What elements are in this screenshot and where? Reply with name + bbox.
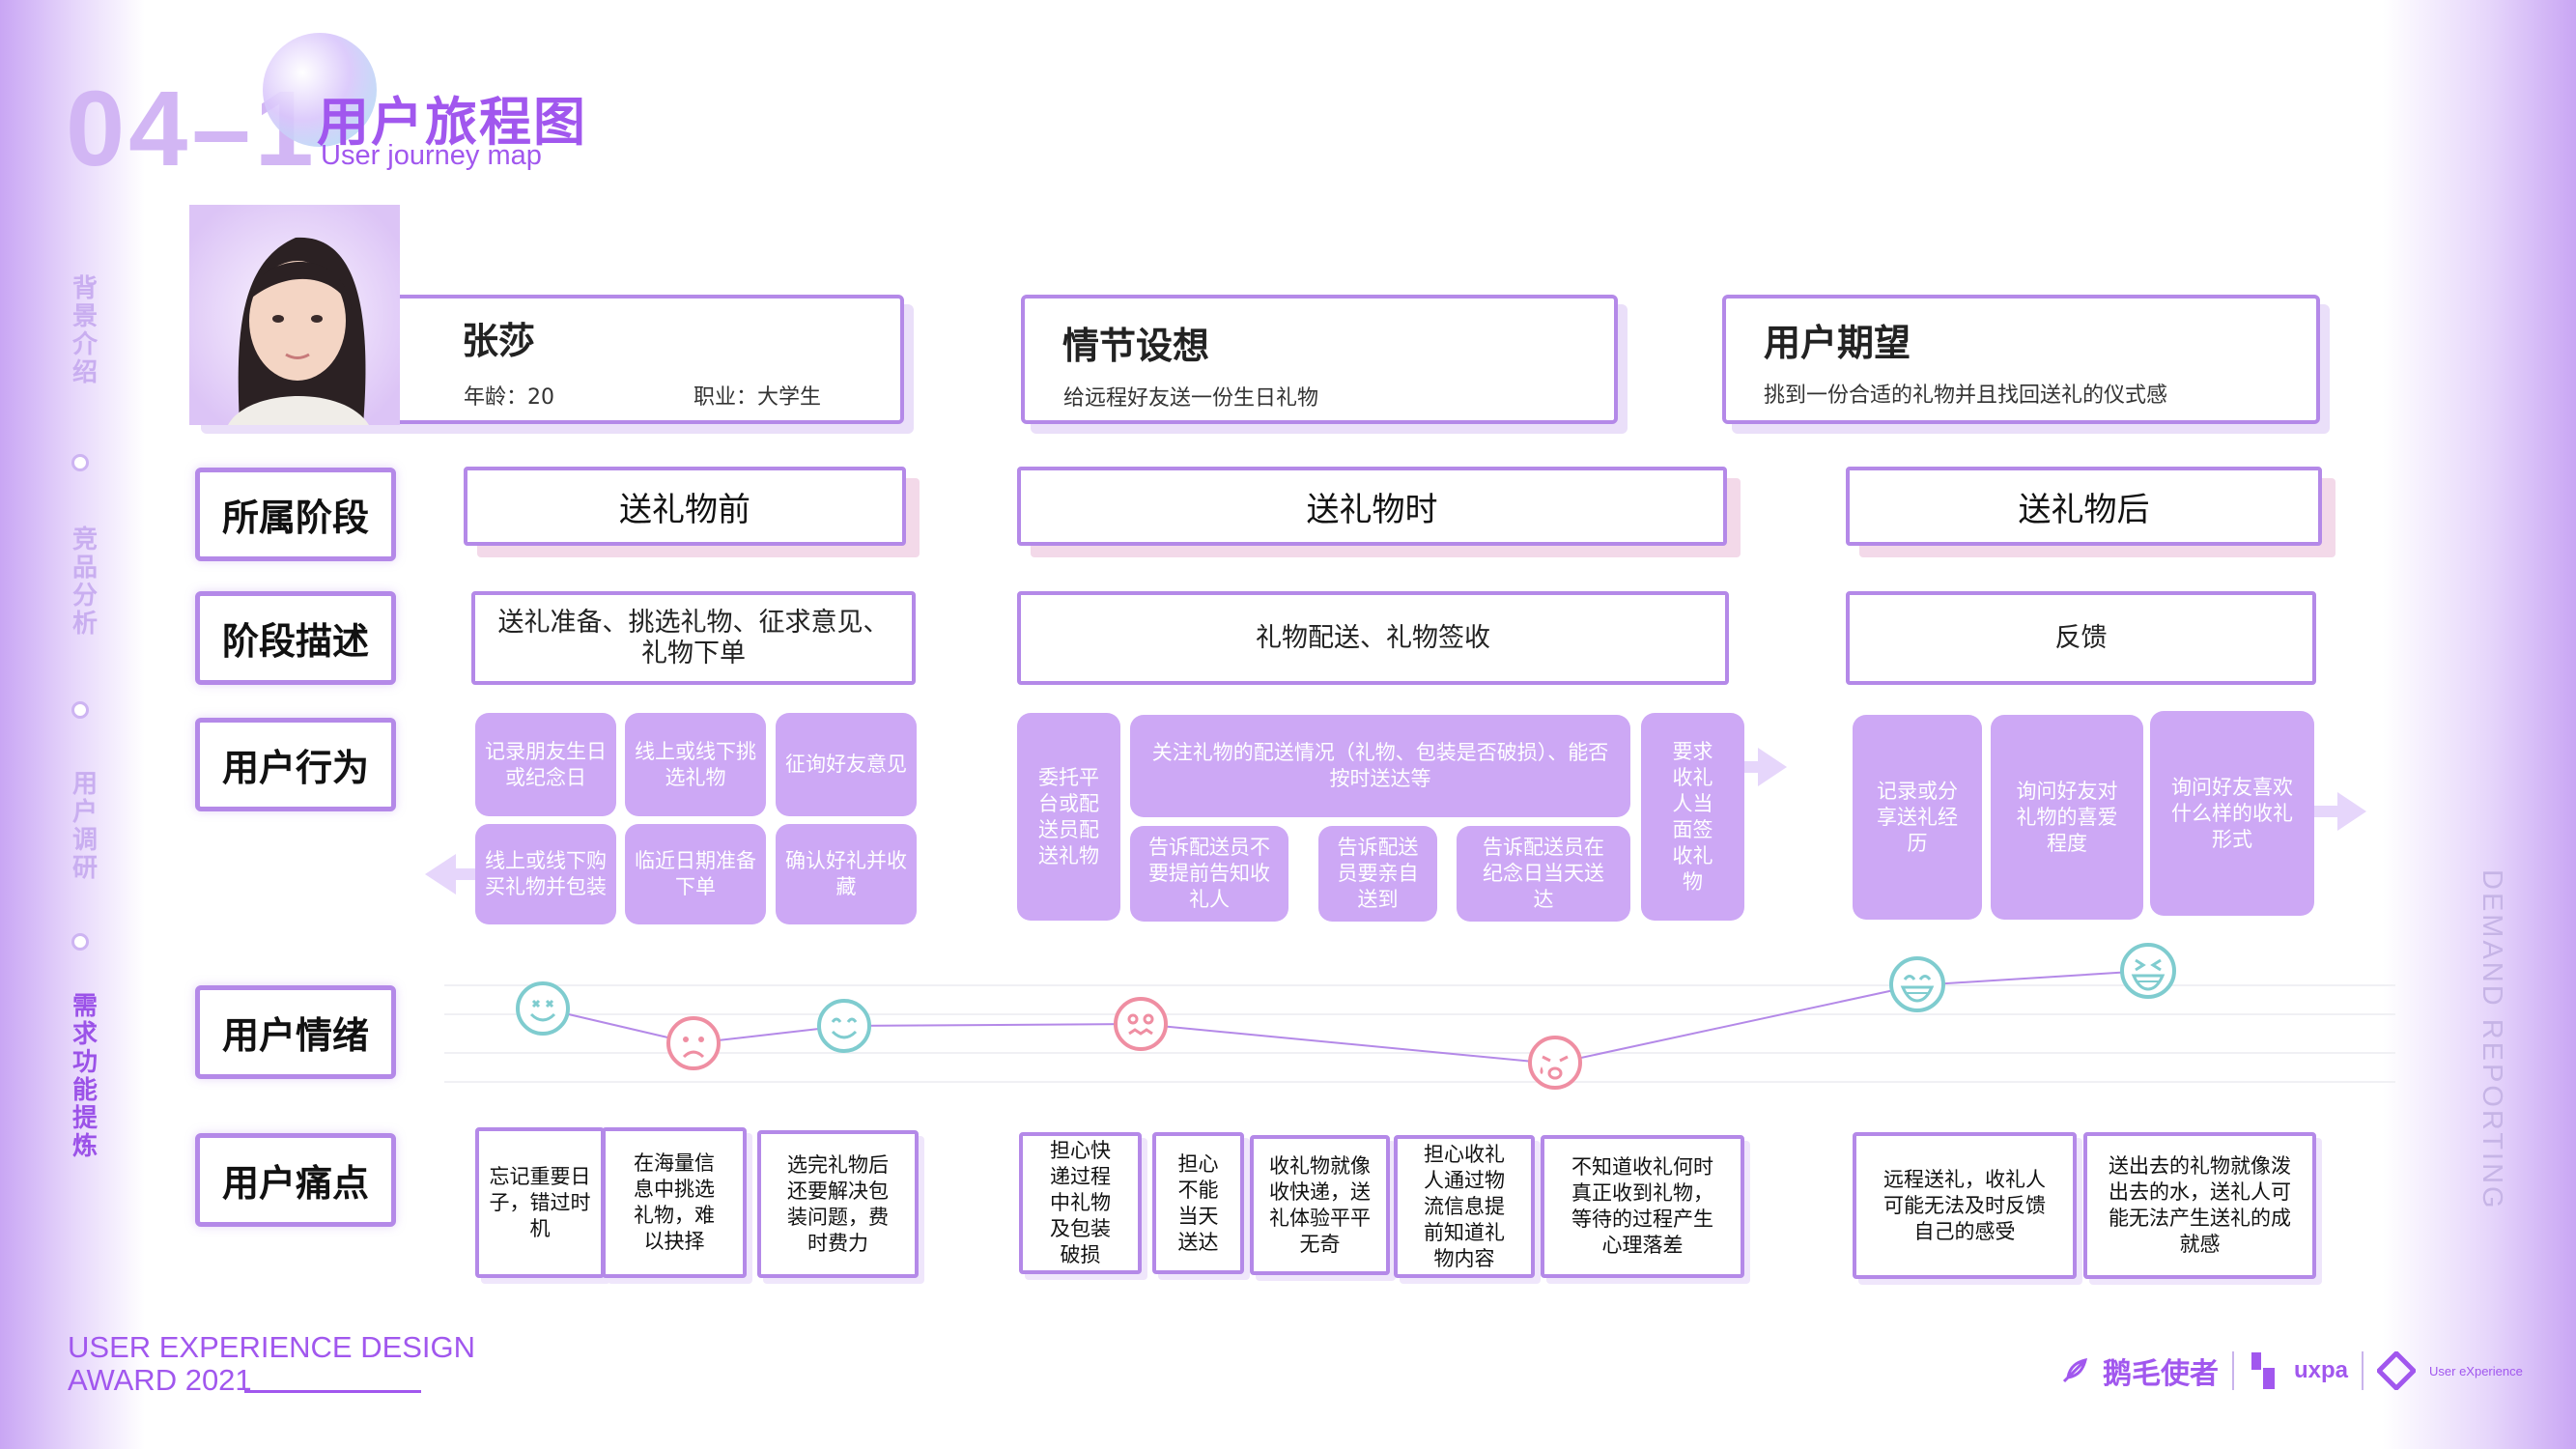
award-underline — [244, 1390, 421, 1393]
logo-bar: 鹅毛使者 uxpa User eXperience — [2060, 1349, 2523, 1393]
page-subtitle: User journey map — [321, 140, 542, 171]
behavior-card: 询问好友喜欢什么样的收礼形式 — [2150, 711, 2314, 916]
behavior-card: 临近日期准备下单 — [625, 824, 766, 924]
sad-face-icon — [666, 1016, 721, 1070]
behavior-card: 记录朋友生日或纪念日 — [475, 713, 616, 816]
behavior-card: 确认好礼并收藏 — [776, 824, 917, 924]
pain-point-card: 担心不能当天送达 — [1152, 1132, 1244, 1274]
uxpa-mark-icon — [2251, 1352, 2275, 1389]
emotion-curve-chart — [444, 970, 2395, 1083]
persona-name: 张莎 — [462, 320, 536, 362]
stage-before: 送礼物前 — [464, 467, 906, 546]
pain-point-card: 在海量信息中挑选礼物，难以抉择 — [602, 1127, 747, 1278]
row-label-description: 阶段描述 — [195, 591, 396, 685]
ux-diamond-icon — [2377, 1351, 2417, 1390]
description-before: 送礼准备、挑选礼物、征求意见、礼物下单 — [471, 591, 916, 685]
page-title: 用户旅程图 — [317, 92, 587, 153]
behavior-card: 征询好友意见 — [776, 713, 917, 816]
behavior-card: 告诉配送员不要提前告知收礼人 — [1130, 826, 1288, 922]
scenario-title: 情节设想 — [1062, 325, 1210, 367]
avatar-portrait-illustration — [189, 205, 400, 425]
pain-point-card: 送出去的礼物就像泼出去的水，送礼人可能无法产生送礼的成就感 — [2083, 1132, 2316, 1279]
logo-ux: User eXperience — [2429, 1363, 2523, 1378]
award-line-2: AWARD 2021 — [68, 1363, 252, 1397]
stage-during: 送礼物时 — [1017, 467, 1727, 546]
scenario-text: 给远程好友送一份生日礼物 — [1063, 386, 1319, 411]
logo-divider — [2362, 1351, 2364, 1390]
row-label-pain-points: 用户痛点 — [195, 1133, 396, 1227]
expectation-text: 挑到一份合适的礼物并且找回送礼的仪式感 — [1764, 384, 2168, 408]
side-nav-dot — [71, 933, 89, 951]
behavior-card: 关注礼物的配送情况（礼物、包装是否破损）、能否按时送达等 — [1130, 715, 1630, 817]
description-during: 礼物配送、礼物签收 — [1017, 591, 1729, 685]
pain-point-card: 选完礼物后还要解决包装问题，费时费力 — [757, 1130, 919, 1278]
pain-point-card: 担心收礼人通过物流信息提前知道礼物内容 — [1394, 1135, 1535, 1278]
behavior-card: 记录或分享送礼经历 — [1853, 715, 1982, 920]
laugh-face-icon — [2120, 943, 2176, 999]
pain-point-card: 收礼物就像收快递，送礼体验平平无奇 — [1250, 1135, 1390, 1275]
feather-icon — [2062, 1357, 2088, 1383]
crying-face-icon — [1528, 1036, 1582, 1090]
side-nav-dot — [71, 454, 89, 471]
row-label-emotion: 用户情绪 — [195, 985, 396, 1079]
right-gradient-edge — [2383, 0, 2576, 1449]
gradient-orb-decoration — [263, 33, 377, 147]
logo-uxpa: uxpa — [2294, 1357, 2349, 1383]
grin-face-icon — [1889, 956, 1945, 1012]
award-caption: USER EXPERIENCE DESIGN AWARD 2021 — [68, 1331, 475, 1397]
row-label-behavior: 用户行为 — [195, 718, 396, 811]
pain-point-card: 忘记重要日子，错过时机 — [475, 1127, 605, 1278]
behavior-card: 要求收礼人当面签收礼物 — [1641, 713, 1744, 921]
logo-divider — [2232, 1351, 2234, 1390]
row-label-stage: 所属阶段 — [195, 468, 396, 561]
behavior-card: 委托平台或配送员配送礼物 — [1017, 713, 1120, 921]
left-gradient-edge — [0, 0, 145, 1449]
pain-point-card: 担心快递过程中礼物及包装破损 — [1019, 1132, 1142, 1274]
persona-job: 职业：大学生 — [694, 385, 822, 410]
right-vertical-caption: DEMAND REPORTING — [2477, 869, 2507, 1211]
side-nav-item-research[interactable]: 用户调研 — [71, 770, 98, 883]
behavior-card: 告诉配送员在纪念日当天送达 — [1457, 826, 1630, 922]
behavior-card: 线上或线下购买礼物并包装 — [475, 824, 616, 924]
pain-point-card: 不知道收礼何时真正收到礼物，等待的过程产生心理落差 — [1541, 1135, 1744, 1278]
pain-point-card: 远程送礼，收礼人可能无法及时反馈自己的感受 — [1853, 1132, 2077, 1279]
worried-face-icon — [1114, 997, 1168, 1051]
expectation-card — [1722, 295, 2320, 424]
smile-face-icon — [516, 981, 570, 1036]
smile-face-icon — [817, 999, 871, 1053]
side-nav-dot — [71, 701, 89, 719]
behavior-card: 询问好友对礼物的喜爱程度 — [1991, 715, 2143, 920]
scenario-card — [1021, 295, 1618, 424]
side-nav-item-requirements[interactable]: 需求功能提炼 — [71, 992, 98, 1161]
behavior-card: 线上或线下挑选礼物 — [625, 713, 766, 816]
persona-age: 年龄：20 — [464, 385, 554, 410]
expectation-title: 用户期望 — [1764, 322, 1911, 364]
award-line-1: USER EXPERIENCE DESIGN — [68, 1330, 476, 1364]
behavior-card: 告诉配送员要亲自送到 — [1318, 826, 1437, 922]
side-nav-item-background[interactable]: 背景介绍 — [71, 274, 98, 387]
side-nav-item-competitor[interactable]: 竞品分析 — [71, 526, 98, 639]
avatar — [189, 205, 400, 425]
description-after: 反馈 — [1846, 591, 2316, 685]
logo-ducks: 鹅毛使者 — [2103, 1357, 2219, 1391]
stage-after: 送礼物后 — [1846, 467, 2322, 546]
